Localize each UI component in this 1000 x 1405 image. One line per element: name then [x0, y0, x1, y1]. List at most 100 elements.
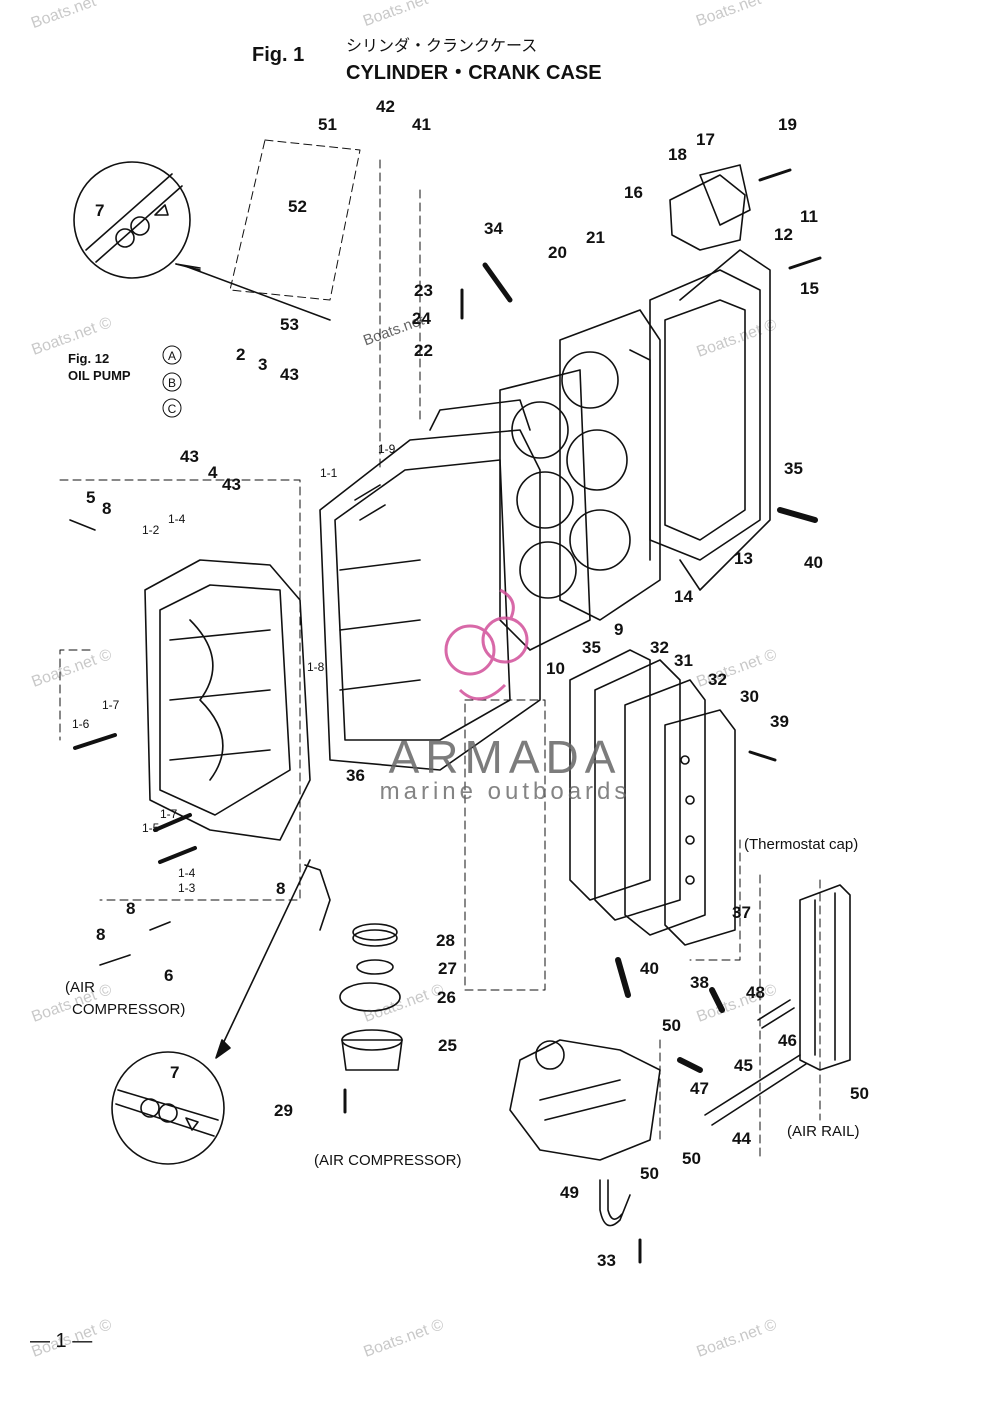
part-number-label: 43	[180, 447, 199, 466]
part-number-label: 5	[86, 488, 95, 507]
air-compressor	[509, 1039, 661, 1161]
part-number-label: 24	[412, 309, 431, 328]
part-number-label: 43	[222, 475, 241, 494]
caption: (Thermostat cap)	[744, 836, 858, 853]
caption: COMPRESSOR)	[72, 1001, 185, 1018]
part-number-label: 29	[274, 1101, 293, 1120]
detail-label: 7	[95, 201, 104, 220]
part-number-label: 38	[690, 973, 709, 992]
cylinder-gasket	[499, 369, 591, 651]
part-number-label: 14	[674, 587, 693, 606]
part-number-label: 32	[650, 638, 669, 657]
part-number-label: 27	[438, 959, 457, 978]
detail-circle-top	[73, 161, 201, 279]
part-number-label: 52	[288, 197, 307, 216]
circle-letter: A	[168, 349, 176, 363]
brand-name: ARMADA	[388, 731, 622, 783]
part-number-label: 1-6	[72, 717, 90, 731]
part-number-label: 11	[800, 207, 818, 226]
part-number-label: 22	[414, 341, 433, 360]
part-number-label: 8	[276, 879, 285, 898]
part-number-label: 8	[126, 899, 135, 918]
cylinder-head	[559, 309, 661, 621]
part-number-label: 3	[258, 355, 267, 374]
part-number-label: 16	[624, 183, 643, 202]
part-number-label: 33	[597, 1251, 616, 1270]
part-number-label: 40	[640, 959, 659, 978]
part-number-label: 21	[586, 228, 605, 247]
part-number-label: 8	[96, 925, 105, 944]
part-number-label: 8	[102, 499, 111, 518]
cylinder-block	[319, 399, 541, 771]
hose	[757, 999, 795, 1029]
part-number-label: 1-7	[102, 698, 120, 712]
part-number-label: 41	[412, 115, 431, 134]
leader-arrow	[175, 263, 201, 269]
hose-49	[599, 1179, 631, 1227]
part-number-label: 13	[734, 549, 753, 568]
part-number-label: 17	[696, 130, 715, 149]
detail-label: 7	[170, 1063, 179, 1082]
brand-watermark: ARMADA marine outboards	[345, 730, 665, 806]
part-number-label: 12	[774, 225, 793, 244]
part-number-label: 39	[770, 712, 789, 731]
air-pipe	[704, 1054, 807, 1126]
figure-number: Fig. 1	[252, 44, 305, 66]
part-number-label: 37	[732, 903, 751, 922]
part-number-label: 35	[784, 459, 803, 478]
part-number-layer: 5142415253342324222021161817191211152343…	[72, 97, 869, 1270]
part-number-label: 6	[164, 966, 173, 985]
part-number-label: 50	[850, 1084, 869, 1103]
part-number-label: 1-9	[378, 442, 396, 456]
figure-title: CYLINDER・CRANK CASE	[346, 62, 602, 84]
part-number-label: 50	[662, 1016, 681, 1035]
exhaust-cover	[569, 649, 736, 946]
part-number-label: 1-3	[178, 881, 196, 895]
part-number-label: 31	[674, 651, 693, 670]
part-number-label: 2	[236, 345, 245, 364]
caption: (AIR	[65, 979, 95, 996]
detail-circle-bottom	[111, 1051, 225, 1165]
circle-letter: B	[168, 376, 176, 390]
part-number-label: 19	[778, 115, 797, 134]
cover-part	[669, 164, 751, 251]
part-number-label: 9	[614, 620, 623, 639]
part-number-label: 44	[732, 1129, 751, 1148]
page-number: — 1 —	[30, 1330, 93, 1352]
head-cover-gasket	[649, 249, 771, 591]
reference-figure: Fig. 12 OIL PUMP	[68, 350, 131, 384]
caption: (AIR COMPRESSOR)	[314, 1152, 462, 1169]
part-number-label: 25	[438, 1036, 457, 1055]
oil-pump-ports: A B C	[162, 345, 182, 418]
reference-figure-number: Fig. 12	[68, 351, 110, 366]
part-number-label: 15	[800, 279, 819, 298]
part-number-label: 34	[484, 219, 503, 238]
part-number-label: 49	[560, 1183, 579, 1202]
bearing-stack	[339, 923, 403, 1071]
air-rail	[799, 884, 851, 1071]
part-number-label: 1-2	[142, 523, 160, 537]
part-number-label: 50	[640, 1164, 659, 1183]
part-number-label: 40	[804, 553, 823, 572]
brand-tagline: marine outboards	[379, 778, 631, 805]
part-number-label: 32	[708, 670, 727, 689]
part-number-label: 47	[690, 1079, 709, 1098]
part-number-label: 28	[436, 931, 455, 950]
part-number-label: 18	[668, 145, 687, 164]
part-number-label: 45	[734, 1056, 753, 1075]
part-number-label: 30	[740, 687, 759, 706]
part-number-label: 23	[414, 281, 433, 300]
reference-figure-name: OIL PUMP	[68, 368, 131, 383]
circle-letter: C	[168, 402, 177, 416]
part-number-label: 51	[318, 115, 337, 134]
figure-title-japanese: シリンダ・クランクケース	[346, 36, 538, 55]
part-number-label: 36	[346, 766, 365, 785]
part-number-label: 4	[208, 463, 218, 482]
part-number-label: 46	[778, 1031, 797, 1050]
part-number-label: 1-1	[320, 466, 338, 480]
part-number-label: 20	[548, 243, 567, 262]
part-number-label: 1-5	[142, 821, 160, 835]
part-number-label: 48	[746, 983, 765, 1002]
part-number-label: 1-8	[307, 660, 325, 674]
